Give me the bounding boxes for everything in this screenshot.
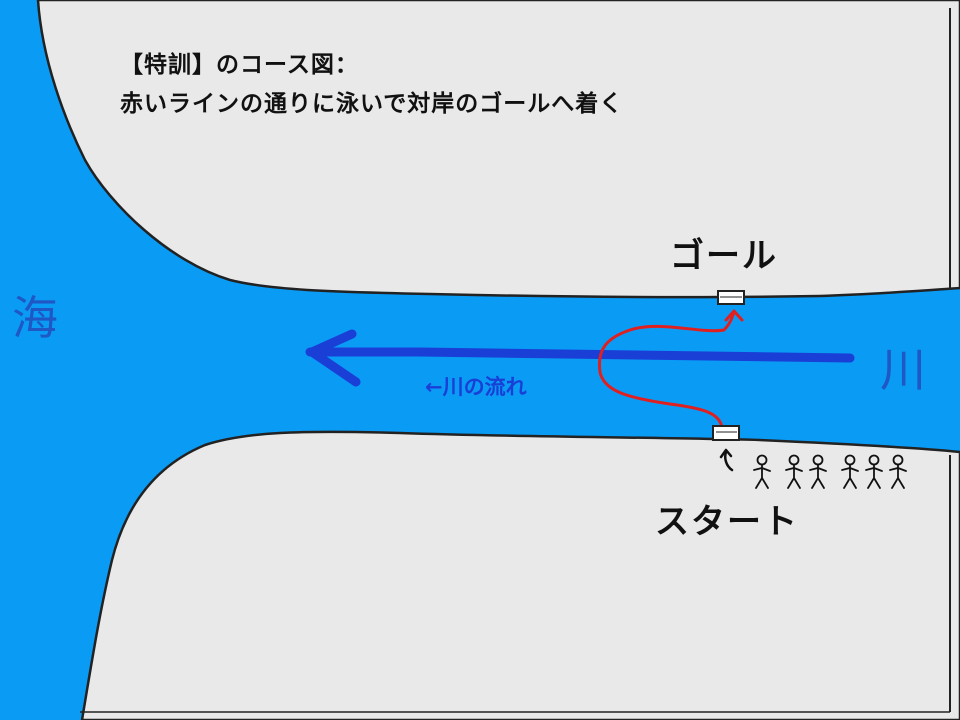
river-flow-label: ←川の流れ xyxy=(425,375,527,399)
swimmer-figure xyxy=(809,454,827,489)
river-flow-arrow xyxy=(305,329,855,387)
swimmer-figure xyxy=(841,454,859,489)
swim-route-line xyxy=(597,310,736,430)
start-dock xyxy=(712,425,740,441)
goal-dock xyxy=(717,290,745,305)
river-label: 川 xyxy=(880,343,926,397)
start-pointer-arrow xyxy=(719,448,734,472)
north-shore-land xyxy=(36,0,960,299)
swimmer-figure xyxy=(753,454,771,489)
start-label: スタート xyxy=(655,502,799,542)
title-line-2: 赤いラインの通りに泳いで対岸のゴールへ着く xyxy=(120,91,624,117)
swim-route-arrowhead xyxy=(724,309,744,322)
title-line-1: 【特訓】のコース図： xyxy=(120,52,359,78)
sea-label: 海 xyxy=(12,291,58,345)
swimmer-figure xyxy=(889,454,907,489)
goal-label: ゴール xyxy=(670,236,778,276)
swimmer-figure xyxy=(785,454,803,489)
swimmer-figure xyxy=(865,454,883,489)
south-shore-land xyxy=(80,430,960,720)
swimmer-queue xyxy=(753,454,907,489)
